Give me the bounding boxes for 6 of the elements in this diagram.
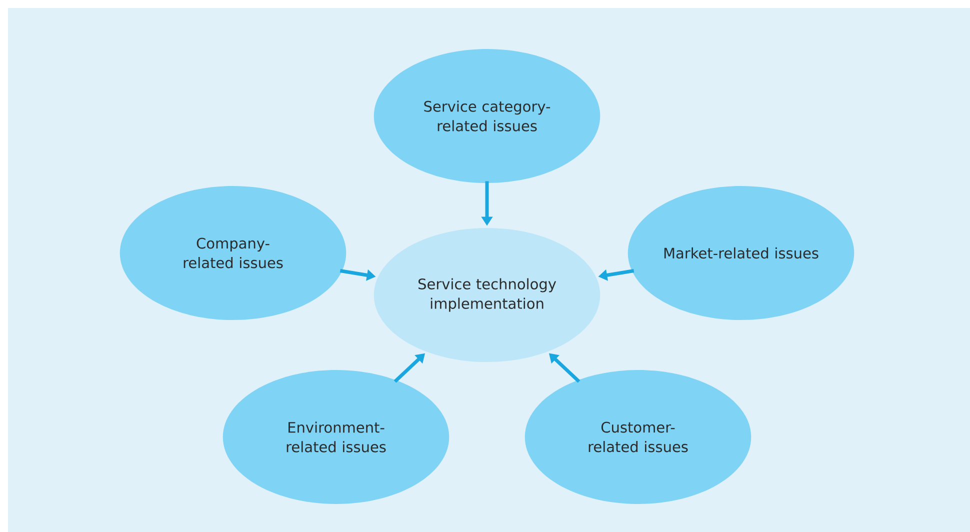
ellipse-node: Customer-related issues xyxy=(524,370,752,504)
ellipse-node: Market-related issues xyxy=(628,186,854,320)
ellipse-node: Company-related issues xyxy=(120,186,346,320)
ellipse-node: Service category-related issues xyxy=(374,49,600,183)
ellipse-node: Environment-related issues xyxy=(222,370,450,504)
ellipse-node: Service technology implementation xyxy=(374,228,600,362)
